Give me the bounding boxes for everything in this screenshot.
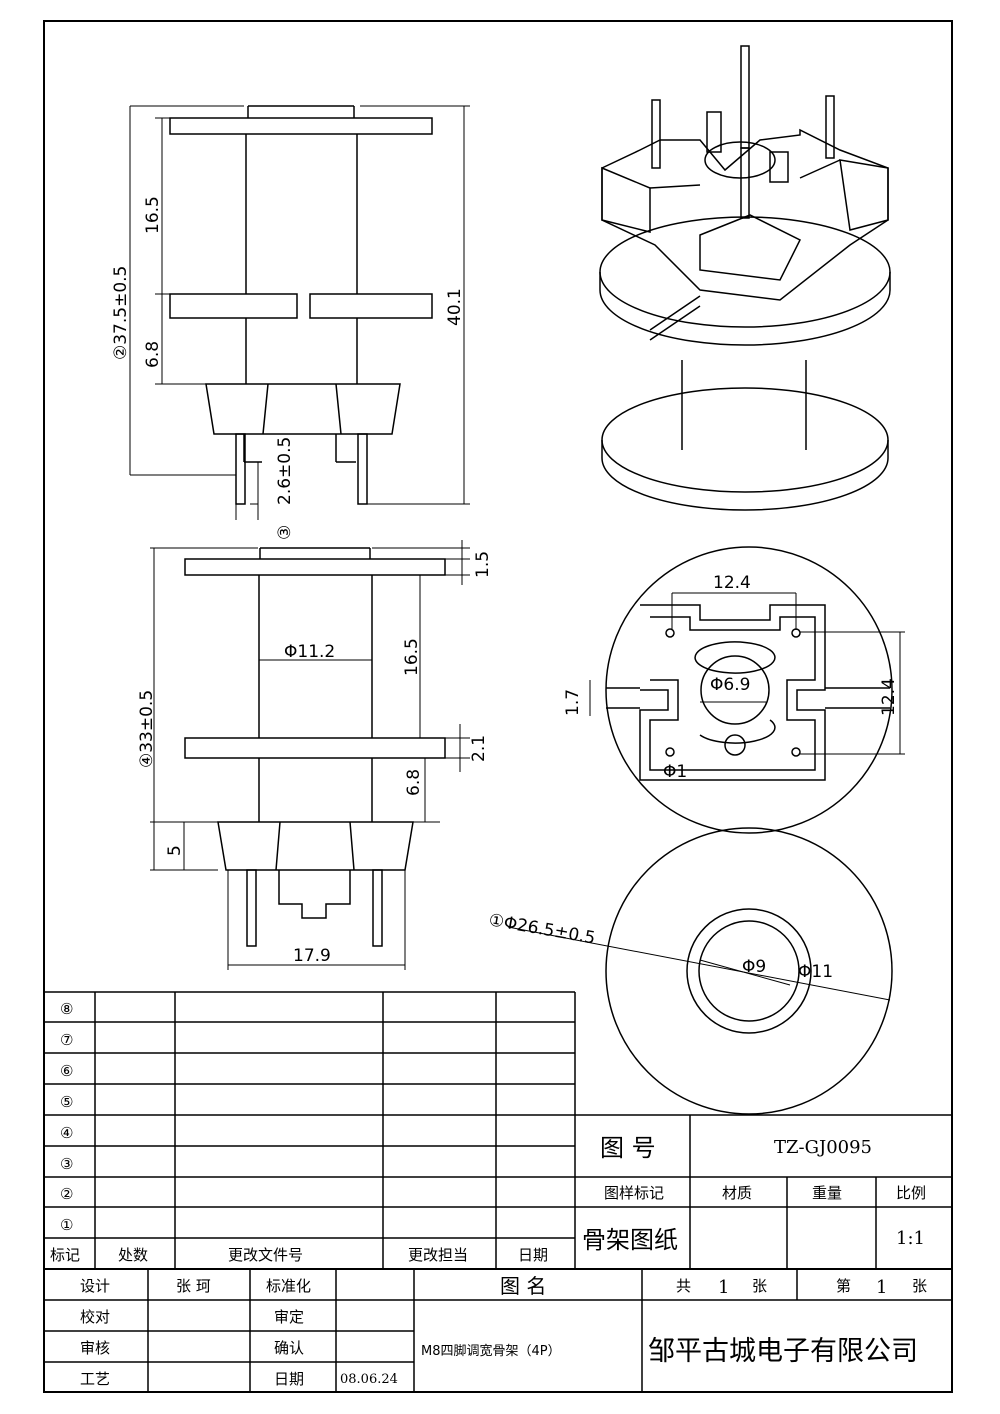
dim-12-4-side: 12.4 xyxy=(879,678,899,716)
scale-label: 比例 xyxy=(896,1184,926,1202)
dim-2-6: 2.6±0.5 xyxy=(275,437,295,505)
drawing-name-label: 图 名 xyxy=(500,1274,546,1298)
sample-mark-label: 图样标记 xyxy=(604,1184,664,1202)
bottom-view xyxy=(507,827,893,1115)
scale-value: 1:1 xyxy=(896,1228,925,1249)
dim-16-5-mid: 16.5 xyxy=(402,638,422,676)
process-label: 工艺 xyxy=(80,1370,110,1388)
dim-phi-26-5: ①Φ26.5±0.5 xyxy=(487,910,597,948)
revision-table-grid xyxy=(44,991,952,1270)
company-name: 邹平古城电子有限公司 xyxy=(648,1336,918,1367)
drawing-frame xyxy=(43,20,953,1393)
dim-17-9: 17.9 xyxy=(293,946,331,966)
top-view xyxy=(589,546,905,834)
rev-mark-4: ④ xyxy=(60,1124,73,1142)
dim-6-8-mid: 6.8 xyxy=(404,769,424,796)
rev-mark-6: ⑥ xyxy=(60,1062,73,1080)
drawing-name: M8四脚调宽骨架（4P） xyxy=(421,1343,561,1359)
dim-40-1: 40.1 xyxy=(445,288,465,326)
rev-mark-1: ① xyxy=(60,1216,73,1234)
title-block-grid xyxy=(44,1269,952,1392)
total-label-post: 张 xyxy=(752,1277,767,1295)
designer: 张 珂 xyxy=(176,1277,211,1295)
rev-mark-7: ⑦ xyxy=(60,1031,73,1049)
confirm-label: 确认 xyxy=(274,1339,304,1357)
dim-2-1: 2.1 xyxy=(469,735,489,762)
front-view-1 xyxy=(129,105,470,520)
dim-6-8-top: 6.8 xyxy=(143,341,163,368)
rev-mark-2: ② xyxy=(60,1185,73,1203)
dim-16-5-top: 16.5 xyxy=(143,196,163,234)
rev-header-person: 更改担当 xyxy=(408,1246,468,1264)
weight-label: 重量 xyxy=(812,1184,842,1202)
isometric-view xyxy=(599,45,891,511)
sample-mark-value: 骨架图纸 xyxy=(582,1226,678,1254)
total-label-pre: 共 xyxy=(676,1277,691,1295)
rev-mark-3: ③ xyxy=(60,1155,73,1173)
review-label: 审核 xyxy=(80,1339,110,1357)
date-value: 08.06.24 xyxy=(340,1372,398,1387)
material-label: 材质 xyxy=(722,1184,752,1202)
rev-mark-5: ⑤ xyxy=(60,1093,73,1111)
dim-37-5: ②37.5±0.5 xyxy=(111,266,131,360)
approve-label: 审定 xyxy=(274,1308,304,1326)
dim-phi-1: Φ1 xyxy=(663,762,687,782)
check-label: 校对 xyxy=(80,1308,110,1326)
drawing-no-label: 图 号 xyxy=(600,1134,656,1162)
dim-phi-9: Φ9 xyxy=(742,957,766,977)
rev-header-doc: 更改文件号 xyxy=(228,1246,303,1264)
rev-header-place: 处数 xyxy=(118,1246,148,1264)
drawing-no: TZ-GJ0095 xyxy=(774,1137,872,1158)
design-label: 设计 xyxy=(80,1277,110,1295)
rev-header-date: 日期 xyxy=(518,1246,548,1264)
rev-header-mark: 标记 xyxy=(50,1246,80,1264)
dim-phi-6-9: Φ6.9 xyxy=(710,675,750,695)
dim-1-5: 1.5 xyxy=(473,551,493,578)
dim-12-4-top: 12.4 xyxy=(713,573,751,593)
dim-phi-11-2: Φ11.2 xyxy=(284,642,335,662)
standard-label: 标准化 xyxy=(266,1277,311,1295)
total-value: 1 xyxy=(718,1277,729,1298)
dim-33: ④33±0.5 xyxy=(137,690,157,768)
date-label: 日期 xyxy=(274,1370,304,1388)
dim-2-6-mark: ③ xyxy=(275,525,295,540)
dim-phi-11: Φ11 xyxy=(798,962,833,982)
front-view-2 xyxy=(150,540,470,970)
dim-5: 5 xyxy=(165,845,185,856)
dim-1-7: 1.7 xyxy=(563,689,583,716)
page-value: 1 xyxy=(876,1277,887,1298)
page-label-pre: 第 xyxy=(836,1277,851,1295)
page-label-post: 张 xyxy=(912,1277,927,1295)
rev-mark-8: ⑧ xyxy=(60,1000,73,1018)
